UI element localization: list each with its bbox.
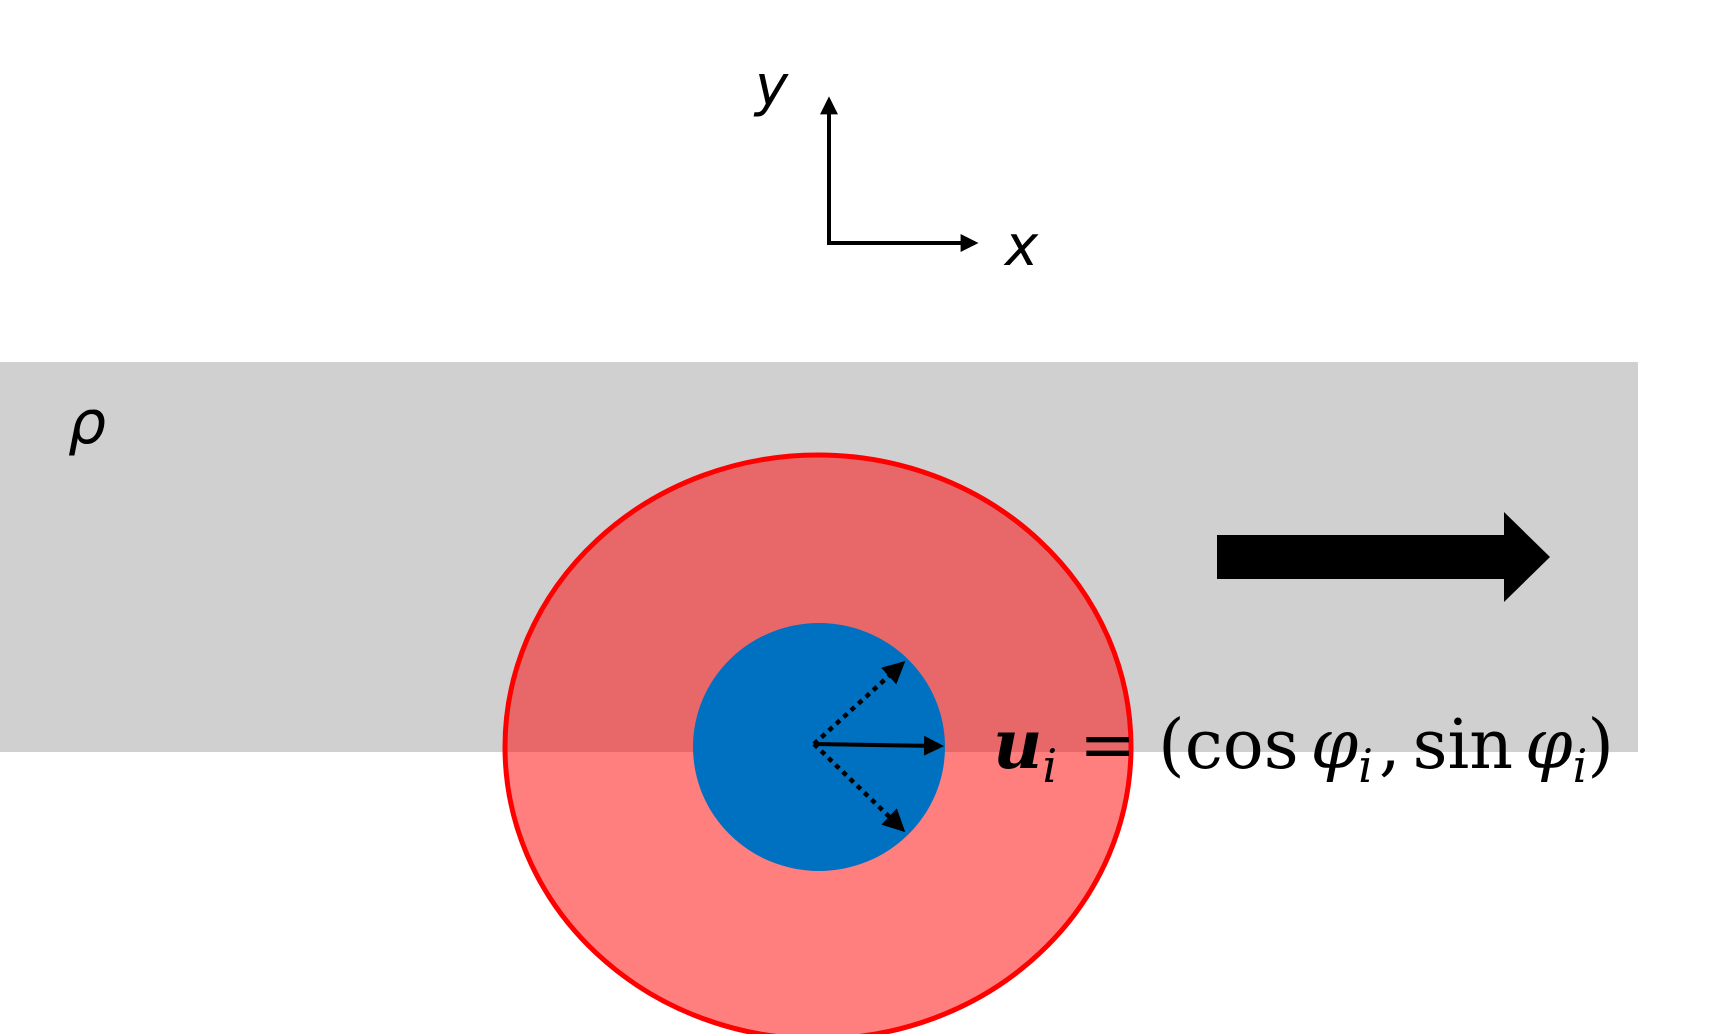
coordinate-axes: y x [753,54,1039,279]
equation-phi-1-subscript: i [1358,739,1373,793]
orientation-arrows [812,660,944,833]
equation-u-subscript: i [1042,739,1057,793]
equation-phi-2-subscript: i [1573,739,1588,793]
density-label: ρ [68,388,106,458]
x-axis-label: x [1003,214,1039,279]
equation-sin: sin [1413,706,1513,785]
equation-comma: , [1379,706,1401,785]
y-axis-label: y [753,54,789,119]
equation-equals: = [1079,706,1136,785]
equation-phi-1: φ [1311,706,1359,785]
flow-direction-arrow [1217,512,1550,602]
equation-phi-2: φ [1525,706,1573,785]
outer-disk-outline [502,452,1134,1034]
equation-cos: cos [1185,706,1299,785]
equation-u-symbol: u [993,705,1042,785]
outer-disk-overlap [505,455,1131,752]
orientation-arrow-solid [813,735,944,756]
equation-close-paren: ) [1587,706,1614,785]
orientation-arrow-dotted-down [812,742,906,833]
equation-open-paren: ( [1158,706,1185,785]
